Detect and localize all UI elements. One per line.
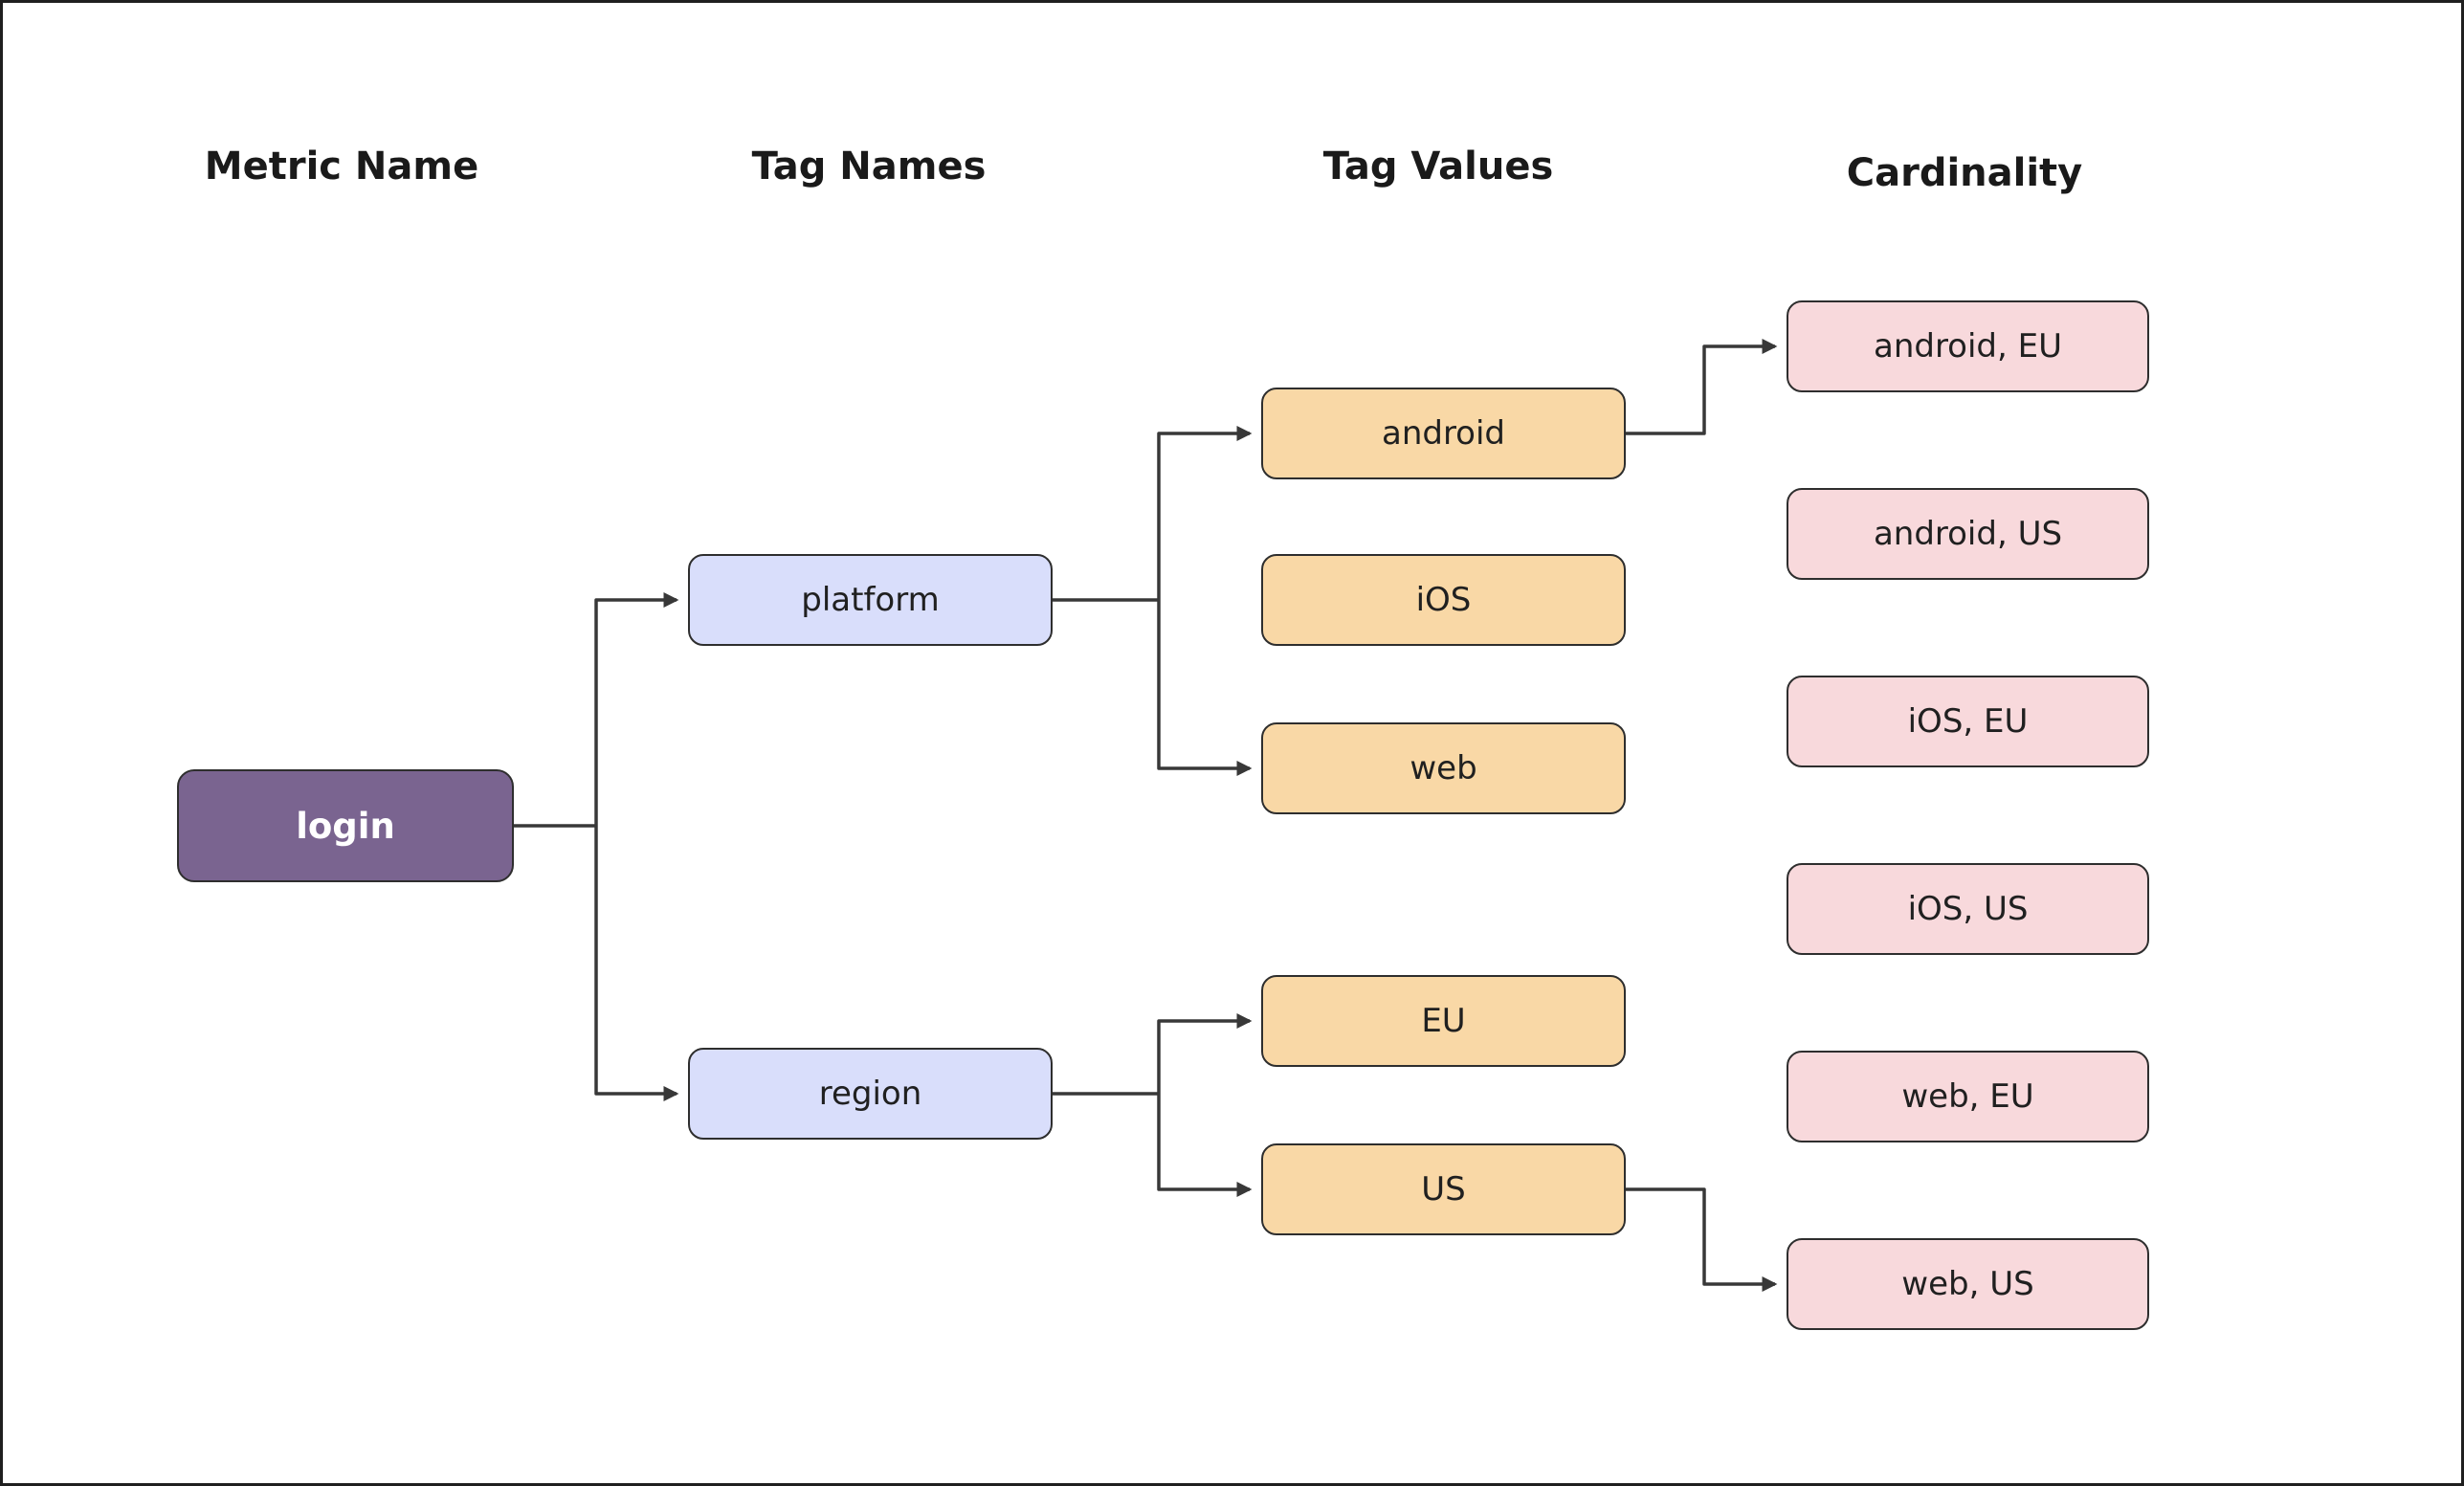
column-header-cardinality: Cardinality [1846, 151, 2083, 195]
node-us: US [1261, 1143, 1626, 1235]
node-android: android [1261, 388, 1626, 479]
edge-login-region [594, 826, 679, 1102]
node-eu: EU [1261, 975, 1626, 1067]
node-login: login [177, 769, 514, 882]
edge-platform-android [1157, 425, 1253, 600]
node-region: region [688, 1048, 1053, 1140]
edge-android-android-eu [1626, 338, 1778, 435]
column-header-tag-values: Tag Values [1322, 144, 1554, 189]
edge-region-eu [1157, 1012, 1253, 1094]
node-web-us: web, US [1787, 1238, 2149, 1330]
column-header-tag-names: Tag Names [751, 144, 987, 189]
node-ios-us: iOS, US [1787, 863, 2149, 955]
edge-us-web-us [1626, 1187, 1778, 1293]
node-platform: platform [688, 554, 1053, 646]
node-web: web [1261, 722, 1626, 814]
node-ios-eu: iOS, EU [1787, 676, 2149, 767]
edge-platform-web [1157, 600, 1253, 777]
edge-login-platform [594, 591, 679, 826]
node-android-us: android, US [1787, 488, 2149, 580]
column-header-metric-name: Metric Name [204, 144, 479, 189]
node-web-eu: web, EU [1787, 1051, 2149, 1142]
edge-region-us [1157, 1094, 1253, 1198]
node-android-eu: android, EU [1787, 300, 2149, 392]
node-ios: iOS [1261, 554, 1626, 646]
